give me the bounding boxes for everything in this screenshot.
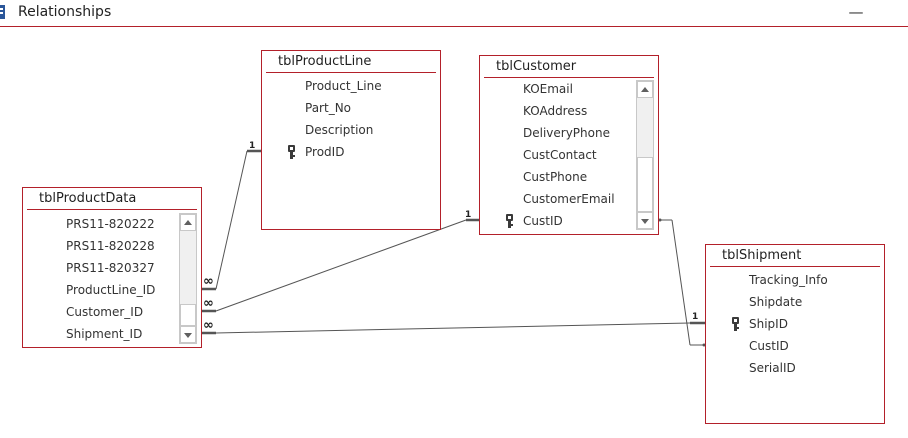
- cardinality-one-label: 1: [249, 141, 256, 151]
- table-header[interactable]: tblCustomer: [484, 58, 654, 78]
- table-name: tblShipment: [722, 248, 802, 263]
- minimize-button[interactable]: —: [848, 3, 864, 21]
- field-item[interactable]: CustID: [749, 339, 789, 353]
- table-tblshipment[interactable]: tblShipment Tracking_Info Shipdate ShipI…: [705, 244, 885, 424]
- table-scrollbar[interactable]: [636, 80, 654, 230]
- cardinality-many-label: ∞: [203, 274, 214, 289]
- field-item[interactable]: Product_Line: [305, 79, 382, 93]
- key-icon: [732, 317, 739, 331]
- field-item-primary-key[interactable]: ShipID: [749, 317, 788, 331]
- scrollbar-thumb[interactable]: [637, 157, 653, 212]
- field-item[interactable]: SerialID: [749, 361, 796, 375]
- scroll-down-arrow-icon[interactable]: [637, 212, 653, 229]
- relationship-line-custid[interactable]: [671, 219, 691, 346]
- field-item[interactable]: KOEmail: [523, 82, 573, 96]
- relationship-line-customer[interactable]: [215, 219, 467, 312]
- field-item[interactable]: Customer_ID: [66, 305, 144, 319]
- field-item-primary-key[interactable]: ProdID: [305, 145, 345, 159]
- table-tblcustomer[interactable]: tblCustomer KOEmail KOAddress DeliveryPh…: [479, 55, 659, 235]
- field-item[interactable]: Description: [305, 123, 374, 137]
- scroll-down-arrow-icon[interactable]: [180, 326, 196, 343]
- field-item[interactable]: KOAddress: [523, 104, 588, 118]
- table-header[interactable]: tblProductLine: [266, 53, 436, 73]
- field-item[interactable]: PRS11-820222: [66, 217, 155, 231]
- scroll-up-arrow-icon[interactable]: [180, 214, 196, 231]
- cardinality-one-label: 1: [692, 312, 699, 322]
- relationship-line-productline[interactable]: [215, 150, 248, 290]
- field-item-primary-key[interactable]: CustID: [523, 214, 563, 228]
- window-title: Relationships: [18, 4, 112, 20]
- field-item[interactable]: Shipdate: [749, 295, 803, 309]
- key-icon: [288, 145, 295, 159]
- table-tblproductdata[interactable]: tblProductData PRS11-820222 PRS11-820228…: [22, 187, 202, 348]
- field-item[interactable]: DeliveryPhone: [523, 126, 610, 140]
- table-scrollbar[interactable]: [179, 213, 197, 344]
- scrollbar-thumb[interactable]: [180, 304, 196, 326]
- table-header[interactable]: tblProductData: [27, 190, 197, 210]
- relationships-window-icon: [0, 5, 5, 19]
- table-tblproductline[interactable]: tblProductLine Product_Line Part_No Desc…: [261, 50, 441, 230]
- table-name: tblProductLine: [278, 54, 372, 69]
- cardinality-one-label: 1: [465, 210, 472, 220]
- field-item[interactable]: PRS11-820228: [66, 239, 155, 253]
- field-item[interactable]: CustPhone: [523, 170, 588, 184]
- field-item[interactable]: Shipment_ID: [66, 327, 143, 341]
- relationship-line-shipment[interactable]: [215, 322, 691, 334]
- field-item[interactable]: Tracking_Info: [749, 273, 828, 287]
- table-name: tblCustomer: [496, 59, 577, 74]
- scroll-up-arrow-icon[interactable]: [637, 81, 653, 98]
- field-item[interactable]: CustContact: [523, 148, 597, 162]
- cardinality-many-label: ∞: [203, 296, 214, 311]
- window-titlebar: Relationships —: [0, 0, 908, 27]
- table-name: tblProductData: [39, 191, 137, 206]
- key-icon: [506, 214, 513, 228]
- field-item[interactable]: Part_No: [305, 101, 352, 115]
- table-header[interactable]: tblShipment: [710, 247, 880, 267]
- field-item[interactable]: CustomerEmail: [523, 192, 615, 206]
- field-item[interactable]: PRS11-820327: [66, 261, 155, 275]
- field-item[interactable]: ProductLine_ID: [66, 283, 156, 297]
- cardinality-many-label: ∞: [203, 318, 214, 333]
